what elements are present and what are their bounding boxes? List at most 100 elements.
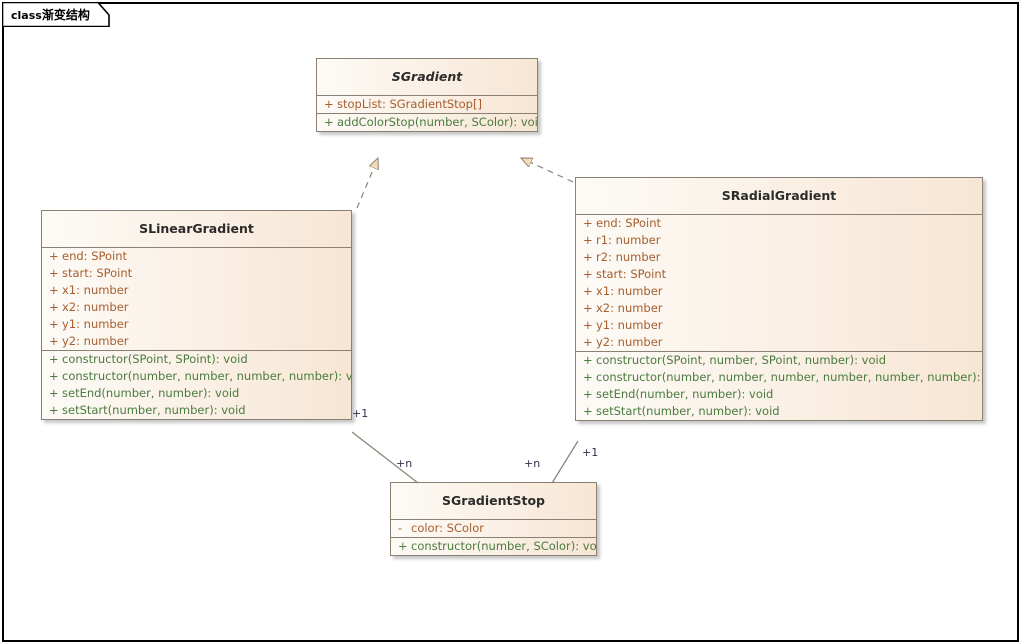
visibility-marker: + — [583, 232, 593, 247]
frame-title-name: 渐变结构 — [41, 8, 90, 22]
method-signature: constructor(number, number, number, numb… — [596, 369, 983, 384]
method-signature: constructor(number, SColor): void — [411, 538, 597, 553]
attributes-compartment: -color: SColor — [391, 518, 596, 537]
visibility-marker: + — [583, 369, 593, 384]
attribute-row: +r2: number — [576, 249, 982, 266]
class-name-label: SGradientStop — [442, 493, 545, 508]
visibility-marker: + — [49, 385, 59, 400]
visibility-marker: + — [49, 265, 59, 280]
method-signature: setEnd(number, number): void — [62, 385, 240, 400]
method-row: +constructor(SPoint, number, SPoint, num… — [576, 352, 982, 369]
method-signature: constructor(number, number, number, numb… — [62, 368, 352, 383]
attribute-signature: start: SPoint — [62, 265, 133, 280]
visibility-marker: + — [583, 352, 593, 367]
attribute-row: +y2: number — [42, 333, 351, 350]
visibility-marker: + — [49, 316, 59, 331]
visibility-marker: + — [398, 538, 408, 553]
method-row: +setStart(number, number): void — [42, 402, 351, 419]
visibility-marker: + — [49, 351, 59, 366]
class-box-sgradientstop[interactable]: SGradientStop-color: SColor+constructor(… — [390, 482, 597, 556]
attribute-signature: color: SColor — [411, 520, 484, 535]
visibility-marker: - — [398, 520, 403, 535]
visibility-marker: + — [583, 215, 593, 230]
attribute-signature: x2: number — [596, 300, 663, 315]
visibility-marker: + — [583, 317, 593, 332]
class-box-sradialgradient[interactable]: SRadialGradient+end: SPoint+r1: number+r… — [575, 177, 983, 421]
attribute-signature: end: SPoint — [62, 248, 128, 263]
visibility-marker: + — [583, 300, 593, 315]
class-title-compartment: SGradient — [317, 59, 537, 95]
visibility-marker: + — [324, 114, 334, 129]
edge-label-stop-multiplicity-left: +n — [396, 457, 413, 470]
attributes-compartment: +stopList: SGradientStop[] — [317, 94, 537, 113]
attribute-row: +end: SPoint — [42, 248, 351, 265]
class-name-label: SRadialGradient — [721, 188, 837, 203]
attribute-row: +y1: number — [576, 317, 982, 334]
attribute-row: +stopList: SGradientStop[] — [317, 96, 537, 113]
method-row: +constructor(SPoint, SPoint): void — [42, 351, 351, 368]
attribute-row: +x2: number — [42, 299, 351, 316]
edge-label-stop-multiplicity-right: +n — [524, 457, 541, 470]
visibility-marker: + — [583, 334, 593, 349]
method-row: +constructor(number, number, number, num… — [42, 368, 351, 385]
class-box-slineargradient[interactable]: SLinearGradient+end: SPoint+start: SPoin… — [41, 210, 352, 420]
attribute-row: -color: SColor — [391, 520, 596, 537]
method-signature: setStart(number, number): void — [62, 402, 246, 417]
class-name-label: SGradient — [391, 69, 463, 84]
method-row: +setEnd(number, number): void — [576, 386, 982, 403]
attribute-signature: r1: number — [596, 232, 661, 247]
attributes-compartment: +end: SPoint+start: SPoint+x1: number+x2… — [42, 246, 351, 350]
attribute-row: +x1: number — [42, 282, 351, 299]
attribute-signature: x2: number — [62, 299, 129, 314]
visibility-marker: + — [49, 368, 59, 383]
visibility-marker: + — [583, 266, 593, 281]
attribute-signature: end: SPoint — [596, 215, 662, 230]
visibility-marker: + — [583, 386, 593, 401]
attributes-compartment: +end: SPoint+r1: number+r2: number+start… — [576, 213, 982, 351]
method-signature: setEnd(number, number): void — [596, 386, 774, 401]
attribute-signature: y2: number — [596, 334, 663, 349]
methods-compartment: +constructor(number, SColor): void — [391, 536, 596, 555]
method-row: +constructor(number, SColor): void — [391, 538, 596, 555]
method-row: +constructor(number, number, number, num… — [576, 369, 982, 386]
attribute-signature: start: SPoint — [596, 266, 667, 281]
class-box-sgradient[interactable]: SGradient +stopList: SGradientStop[]+addC… — [316, 58, 538, 132]
methods-compartment: +constructor(SPoint, number, SPoint, num… — [576, 350, 982, 420]
class-title-compartment: SGradientStop — [391, 483, 596, 519]
attribute-signature: x1: number — [62, 282, 129, 297]
attribute-signature: r2: number — [596, 249, 661, 264]
visibility-marker: + — [49, 282, 59, 297]
visibility-marker: + — [583, 403, 593, 418]
attribute-signature: x1: number — [596, 283, 663, 298]
visibility-marker: + — [583, 249, 593, 264]
attribute-signature: y1: number — [62, 316, 129, 331]
visibility-marker: + — [49, 402, 59, 417]
method-signature: constructor(SPoint, number, SPoint, numb… — [596, 352, 887, 367]
attribute-row: +r1: number — [576, 232, 982, 249]
class-name-label: SLinearGradient — [139, 221, 254, 236]
class-title-compartment: SLinearGradient — [42, 211, 351, 247]
frame-title-tab[interactable]: class渐变结构 — [2, 2, 110, 27]
edge-label-linear-multiplicity: +1 — [352, 407, 369, 420]
attribute-row: +x1: number — [576, 283, 982, 300]
visibility-marker: + — [583, 283, 593, 298]
method-row: +setEnd(number, number): void — [42, 385, 351, 402]
attribute-row: +x2: number — [576, 300, 982, 317]
method-row: +addColorStop(number, SColor): void — [317, 114, 537, 131]
attribute-signature: y2: number — [62, 333, 129, 348]
attribute-row: +y2: number — [576, 334, 982, 351]
visibility-marker: + — [324, 96, 334, 111]
methods-compartment: +addColorStop(number, SColor): void — [317, 112, 537, 131]
visibility-marker: + — [49, 333, 59, 348]
frame-title-keyword: class — [11, 9, 42, 22]
method-row: +setStart(number, number): void — [576, 403, 982, 420]
attribute-row: +start: SPoint — [42, 265, 351, 282]
attribute-row: +y1: number — [42, 316, 351, 333]
attribute-row: +start: SPoint — [576, 266, 982, 283]
methods-compartment: +constructor(SPoint, SPoint): void+const… — [42, 349, 351, 419]
edge-label-radial-multiplicity: +1 — [582, 446, 599, 459]
method-signature: constructor(SPoint, SPoint): void — [62, 351, 248, 366]
method-signature: addColorStop(number, SColor): void — [337, 114, 538, 129]
visibility-marker: + — [49, 299, 59, 314]
attribute-signature: y1: number — [596, 317, 663, 332]
